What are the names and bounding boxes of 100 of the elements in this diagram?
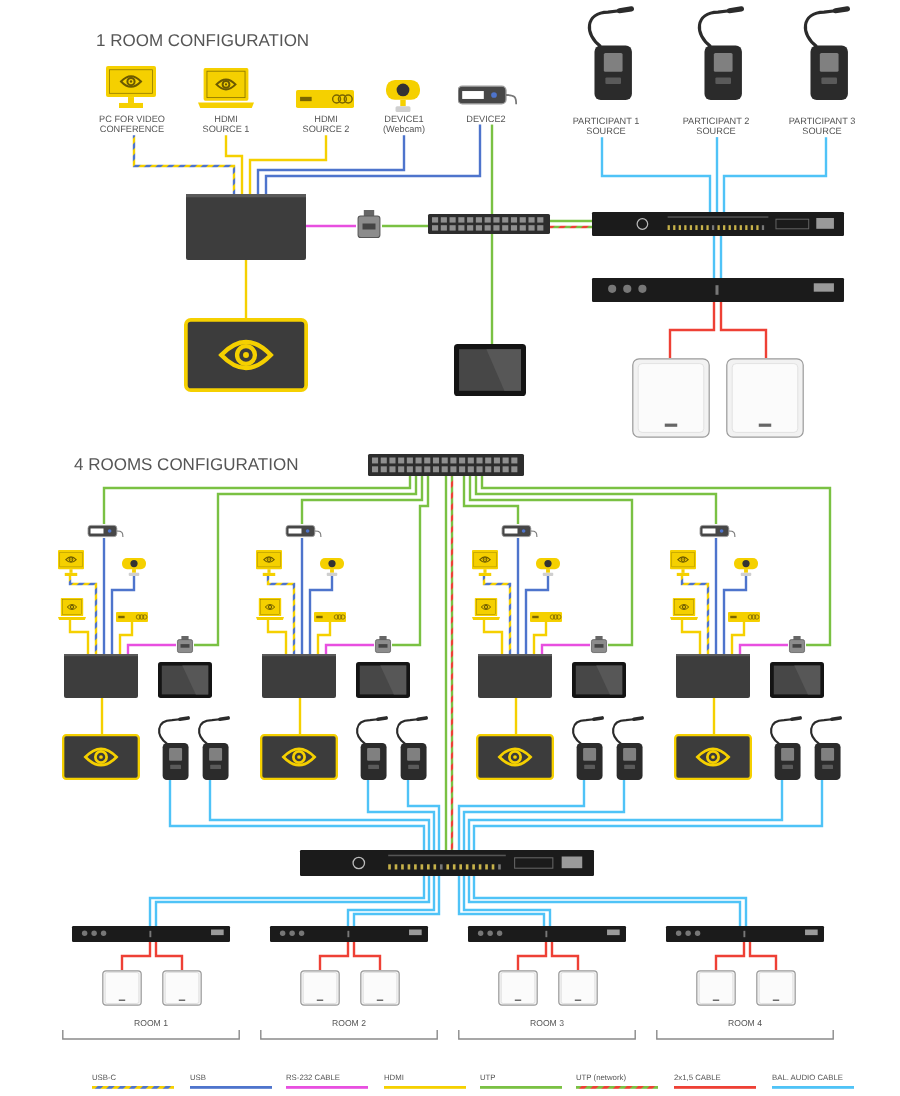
cable-line [550, 225, 592, 229]
cable-line [719, 236, 723, 278]
touch-panel [770, 662, 824, 698]
cable-line [712, 698, 716, 734]
cable-line [100, 698, 104, 734]
media-player-icon [530, 612, 562, 622]
cable-line [120, 942, 152, 970]
cable-line [462, 780, 626, 850]
microphone-icon [766, 716, 802, 780]
cable-line [102, 476, 412, 524]
cable-line [450, 476, 454, 850]
rack-unit [592, 212, 844, 236]
cable-line [550, 942, 580, 970]
display-screen [184, 318, 308, 392]
cable-line [516, 942, 548, 970]
wall-speaker [162, 970, 202, 1006]
cable-line [516, 538, 520, 654]
monitor-icon [670, 550, 696, 576]
cable-line [480, 476, 832, 647]
usb-device-icon [286, 524, 322, 538]
microphone-icon [392, 716, 428, 780]
cable-line [324, 643, 374, 654]
cable-line [110, 576, 136, 654]
cable-line [382, 224, 428, 228]
adapter-icon [788, 636, 806, 654]
rack-unit [72, 926, 230, 942]
webcam-icon [122, 558, 146, 576]
touch-panel [454, 344, 526, 396]
cable-line [256, 135, 406, 194]
cable-line [126, 643, 176, 654]
usb-device-icon [502, 524, 538, 538]
microphone-icon [806, 716, 842, 780]
switcher-unit [676, 654, 750, 698]
monitor-icon [58, 550, 84, 576]
cable-line [102, 538, 106, 654]
cable-line [406, 780, 441, 850]
cable-line [68, 620, 90, 654]
cable-line [738, 643, 788, 654]
cable-line [748, 942, 778, 970]
cable-line [132, 135, 236, 194]
media-player-icon [728, 612, 760, 622]
media-player-icon [116, 612, 148, 622]
cable-line [712, 236, 716, 278]
cable-line [352, 942, 382, 970]
microphone-icon [608, 716, 644, 780]
cable-line [298, 698, 302, 734]
media-player-icon [314, 612, 346, 622]
switcher-unit [186, 194, 306, 260]
cable-line [306, 224, 356, 228]
cable-line [668, 302, 716, 358]
cable-line [482, 576, 512, 654]
cable-line [224, 135, 244, 194]
rack-unit [270, 926, 428, 942]
display-screen [62, 734, 140, 780]
cable-line [719, 302, 768, 358]
laptop-icon [472, 598, 500, 620]
cable-line [730, 622, 746, 654]
cable-line [68, 576, 98, 654]
usb-device-icon [88, 524, 124, 538]
section-title: 1 ROOM CONFIGURATION [96, 32, 310, 52]
webcam-icon [734, 558, 758, 576]
cable-line [168, 780, 426, 850]
cable-line [300, 476, 424, 524]
cable-line [540, 643, 590, 654]
cable-line [680, 620, 702, 654]
cable-line [118, 622, 134, 654]
cable-line [532, 622, 548, 654]
cable-line [680, 576, 710, 654]
cable-line [248, 135, 328, 194]
adapter-icon [176, 636, 194, 654]
cable-line [714, 942, 746, 970]
usb-device-icon [700, 524, 736, 538]
cable-line [714, 538, 718, 654]
laptop-icon [256, 598, 284, 620]
cable-line [490, 124, 494, 214]
laptop-icon [58, 598, 86, 620]
monitor-icon [256, 550, 282, 576]
display-screen [476, 734, 554, 780]
wall-speaker [632, 358, 710, 438]
wall-speaker [360, 970, 400, 1006]
adapter-icon [590, 636, 608, 654]
wall-speaker [498, 970, 538, 1006]
cable-line [300, 538, 304, 654]
microphone-icon [352, 716, 388, 780]
microphone-icon [154, 716, 190, 780]
rack-unit [300, 850, 594, 876]
cable-line [514, 698, 518, 734]
cable-line [600, 137, 712, 212]
section-title: 4 ROOMS CONFIGURATION [74, 456, 299, 476]
cable-line [550, 219, 592, 223]
wall-speaker [696, 970, 736, 1006]
cable-line [444, 476, 448, 850]
touch-panel [356, 662, 410, 698]
cable-line [722, 137, 828, 212]
microphone-icon [568, 716, 604, 780]
cable-line [266, 576, 296, 654]
cable-line [715, 137, 719, 212]
network-switch [428, 214, 550, 234]
display-screen [674, 734, 752, 780]
wall-speaker [102, 970, 142, 1006]
